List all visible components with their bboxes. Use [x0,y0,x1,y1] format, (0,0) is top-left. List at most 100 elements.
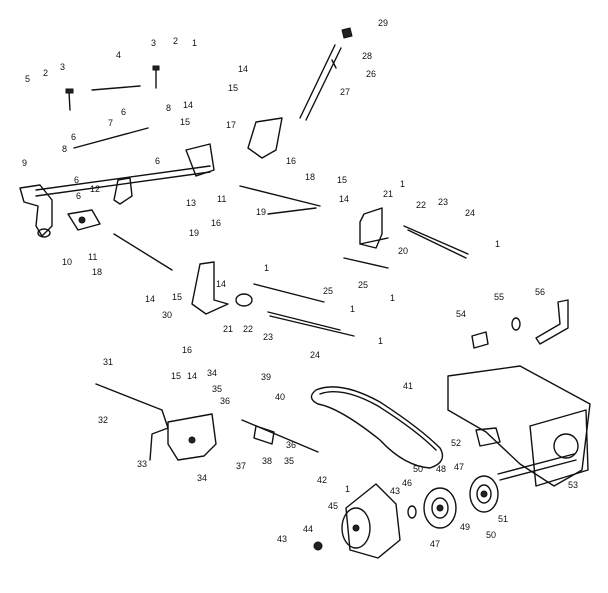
label-43b: 43 [277,534,287,544]
label-51: 51 [498,514,508,524]
label-15b: 15 [180,117,190,127]
label-1b: 1 [495,239,500,249]
pulley-51 [469,475,499,513]
rod-8 [73,127,149,149]
label-26: 26 [366,69,376,79]
label-1d: 1 [350,304,355,314]
belt-41 [310,386,444,469]
label-38: 38 [262,456,272,466]
label-16c: 16 [182,345,192,355]
label-47b: 47 [430,539,440,549]
label-44: 44 [303,524,313,534]
label-47a: 47 [454,462,464,472]
label-14e: 14 [216,279,226,289]
label-25a: 25 [323,286,333,296]
label-8a: 8 [166,103,171,113]
rod-24-center [267,311,355,337]
rod-4 [91,85,141,91]
label-3: 3 [151,38,156,48]
label-12: 12 [90,184,100,194]
label-35a: 35 [212,384,222,394]
label-41: 41 [403,381,413,391]
label-42: 42 [317,475,327,485]
label-49: 49 [460,522,470,532]
label-7: 7 [108,118,113,128]
label-28: 28 [362,51,372,61]
bracket-52 [475,427,501,447]
label-18a: 18 [305,172,315,182]
label-1g: 1 [345,484,350,494]
label-6a: 6 [121,107,126,117]
label-40: 40 [275,392,285,402]
label-16b: 16 [211,218,221,228]
label-29: 29 [378,18,388,28]
label-20: 20 [398,246,408,256]
rod-40 [241,419,319,453]
label-17: 17 [226,120,236,130]
label-2b: 2 [43,68,48,78]
sleeve-38 [253,425,275,445]
rod-19 [267,207,317,215]
label-14c: 14 [339,194,349,204]
rod-31 [95,383,169,461]
label-9: 9 [22,158,27,168]
rod-24-right [403,225,469,259]
label-36b: 36 [286,440,296,450]
pulley-22-center [235,293,253,307]
label-21b: 21 [223,324,233,334]
label-35b: 35 [284,456,294,466]
label-2: 2 [173,36,178,46]
label-14b: 14 [183,100,193,110]
label-11a: 11 [217,194,226,204]
bolt-3b [65,88,74,111]
plate-34 [167,413,217,461]
bracket-20 [359,207,389,249]
knob-29 [341,27,353,39]
label-46: 46 [402,478,412,488]
bolt-3 [152,65,160,89]
spring-28 [331,59,337,69]
label-1c: 1 [264,263,269,273]
engine-plate-53 [447,365,591,487]
label-14f: 14 [187,371,197,381]
label-54: 54 [456,309,466,319]
label-18b: 18 [92,267,102,277]
label-34a: 34 [207,368,217,378]
label-33: 33 [137,459,147,469]
pulley-48 [423,487,457,529]
label-14d: 14 [145,294,155,304]
label-48: 48 [436,464,446,474]
label-15c: 15 [337,175,347,185]
label-25b: 25 [358,280,368,290]
label-31: 31 [103,357,113,367]
label-4: 4 [116,50,121,60]
label-6c: 6 [155,156,160,166]
label-6e: 6 [76,191,81,201]
washer-55 [511,317,521,331]
bracket-30 [191,261,229,315]
label-23a: 23 [438,197,448,207]
label-36a: 36 [220,396,230,406]
label-30: 30 [162,310,172,320]
label-3b: 3 [60,62,65,72]
label-37: 37 [236,461,246,471]
rod-18-upper [239,185,321,207]
key-56 [535,299,569,345]
label-53: 53 [568,480,578,490]
label-1a: 1 [400,179,405,189]
label-39: 39 [261,372,271,382]
label-8b: 8 [62,144,67,154]
label-19b: 19 [189,228,199,238]
label-16a: 16 [286,156,296,166]
label-15d: 15 [172,292,182,302]
label-13: 13 [186,198,196,208]
pivot-block-10 [67,209,101,231]
label-21a: 21 [383,189,393,199]
nut-43 [313,541,323,551]
part-labels: 29 28 26 27 3 2 1 4 5 2 3 14 15 6 8 14 1… [22,18,578,549]
label-1: 1 [192,38,197,48]
label-6b: 6 [71,132,76,142]
label-23b: 23 [263,332,273,342]
label-6d: 6 [74,175,79,185]
label-34b: 34 [197,473,207,483]
